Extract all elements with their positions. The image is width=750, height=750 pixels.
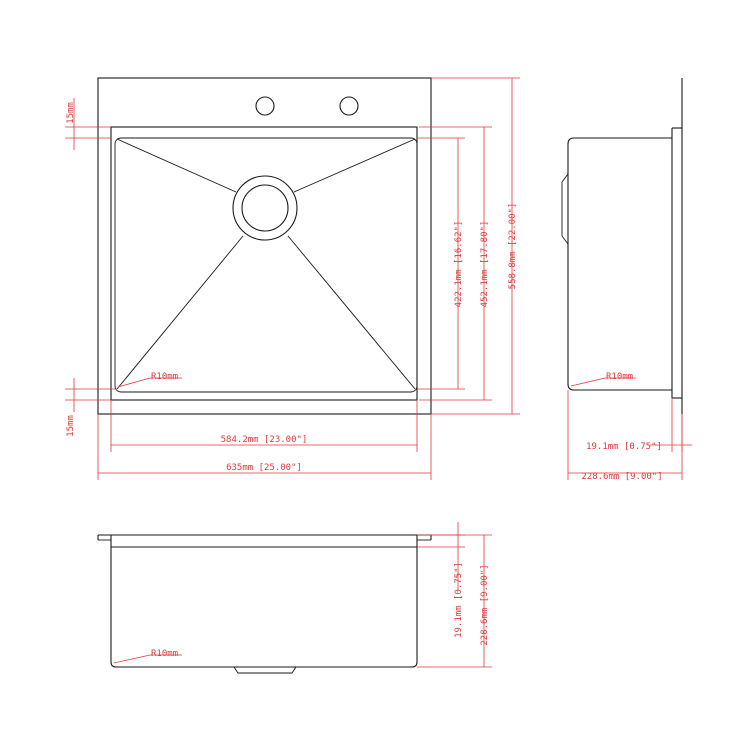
front-view: R10mm 19.1mm [0.75"] 228.6mm [9.00"]	[97, 522, 492, 674]
dim-front-bowl-height-label: 228.6mm [9.00"]	[480, 564, 490, 645]
slope-line-bottom-right	[287, 235, 416, 390]
dim-overall-depth: 558.8mm [22.00"]	[431, 77, 520, 415]
top-view: 15mm 15mm R10mm 422.1mm [16.62"] 452.1mm…	[65, 77, 520, 480]
side-drain-bump	[561, 173, 569, 245]
bowl-rim-outline	[110, 126, 418, 401]
radius-leader-side-view	[570, 377, 606, 387]
radius-leader-front-view	[113, 654, 151, 664]
dim-side-flange-thickness-label: 19.1mm [0.75"]	[586, 442, 662, 452]
dim-bowl-width-label: 584.2mm [23.00"]	[221, 435, 308, 445]
dim-top-margin: 15mm	[65, 98, 111, 150]
dim-flange-depth: 452.1mm [17.80"]	[419, 126, 492, 401]
radius-leader-top-view	[117, 377, 151, 388]
radius-label-front-view: R10mm	[151, 649, 178, 659]
radius-label-side-view: R10mm	[606, 372, 633, 382]
radius-label-top-view: R10mm	[151, 372, 178, 382]
dim-side-bowl-height-label: 228.6mm [9.00"]	[581, 472, 662, 482]
side-view: R10mm 19.1mm [0.75"] 228.6mm [9.00"]	[561, 78, 692, 482]
front-bowl-outline	[110, 535, 418, 668]
dim-front-flange-thickness: 19.1mm [0.75"]	[417, 522, 465, 638]
bowl-inner-outline	[114, 137, 418, 393]
dim-top-margin-label: 15mm	[66, 102, 76, 124]
slope-line-top-right	[293, 138, 416, 193]
dim-overall-width-label: 635mm [25.00"]	[226, 463, 302, 473]
dim-overall-depth-label: 558.8mm [22.00"]	[508, 203, 518, 290]
slope-line-top-left	[116, 138, 237, 193]
side-bowl-outline	[567, 137, 672, 391]
faucet-hole-right	[339, 96, 359, 116]
dim-bottom-margin: 15mm	[65, 378, 115, 437]
slope-line-bottom-left	[116, 235, 244, 390]
drain-inner-ring	[241, 184, 289, 232]
dim-bowl-width: 584.2mm [23.00"]	[110, 400, 418, 452]
dim-overall-width: 635mm [25.00"]	[97, 414, 432, 480]
dim-side-flange-thickness: 19.1mm [0.75"]	[586, 398, 692, 452]
dim-bowl-depth-label: 422.1mm [16.62"]	[454, 221, 464, 308]
dim-side-bowl-height: 228.6mm [9.00"]	[567, 390, 683, 482]
drain-outer-ring	[232, 175, 298, 241]
dim-flange-depth-label: 452.1mm [17.80"]	[480, 221, 490, 308]
dim-front-flange-thickness-label: 19.1mm [0.75"]	[454, 562, 464, 638]
dim-bottom-margin-label: 15mm	[66, 415, 76, 437]
sink-top-outline	[97, 77, 432, 415]
dim-front-bowl-height: 228.6mm [9.00"]	[417, 534, 492, 668]
dim-bowl-depth: 422.1mm [16.62"]	[417, 137, 465, 390]
faucet-hole-left	[255, 96, 275, 116]
front-drain-bump	[233, 666, 297, 674]
